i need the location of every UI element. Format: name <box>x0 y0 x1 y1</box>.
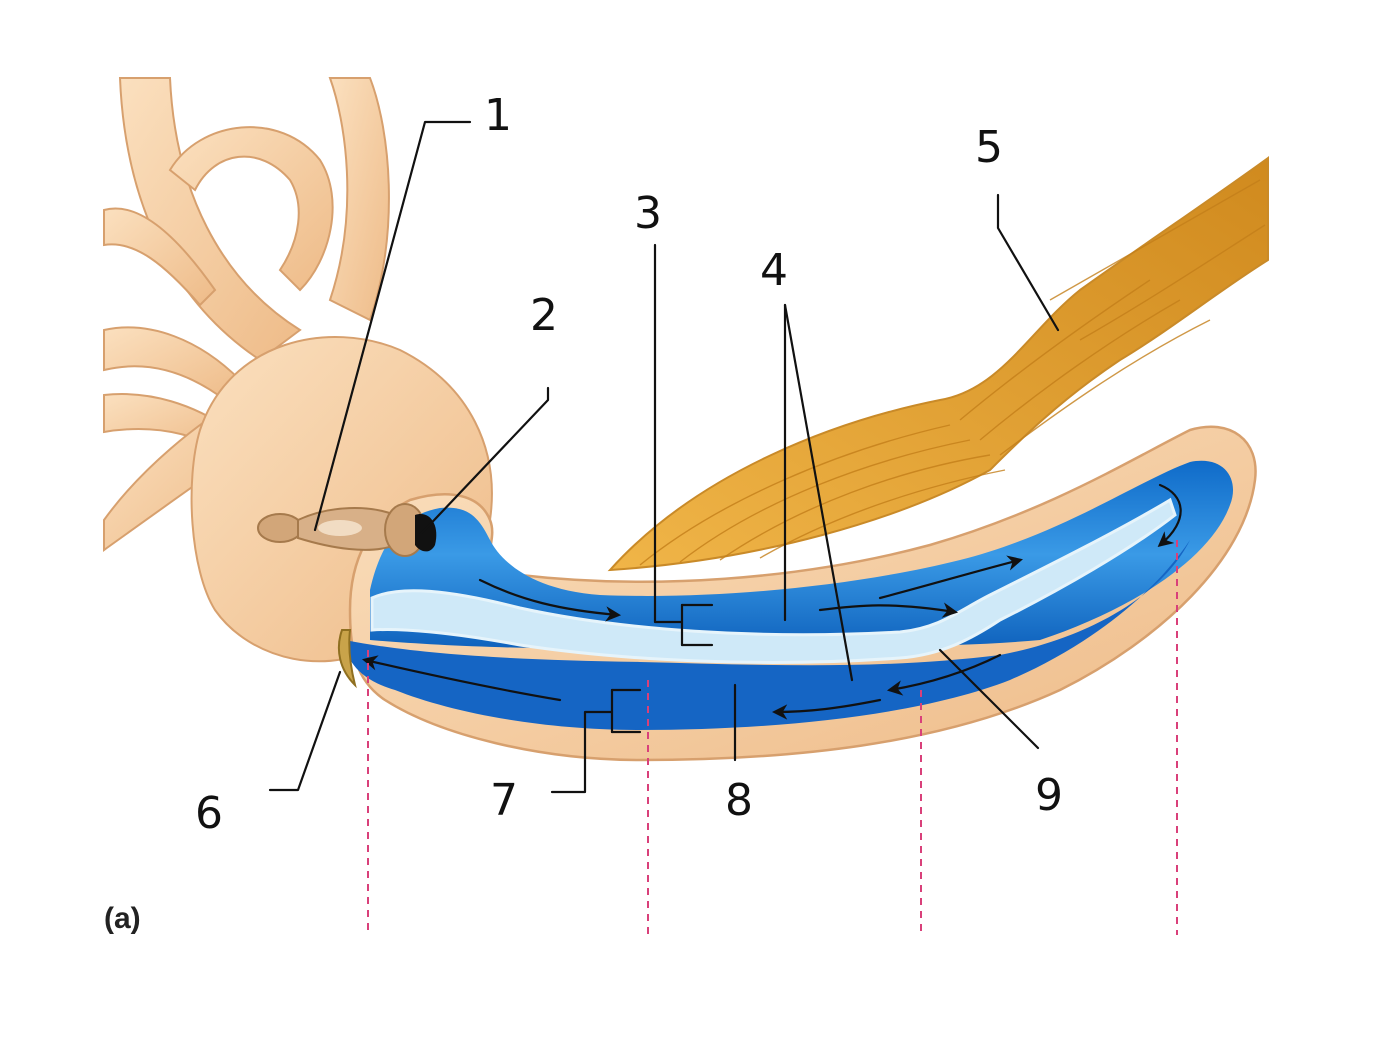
label-3: 3 <box>634 188 662 239</box>
cochlear-nerve <box>607 156 1269 572</box>
flow-arrows <box>361 483 1182 720</box>
scala-tympani <box>345 540 1190 730</box>
label-8: 8 <box>725 775 753 826</box>
stapes <box>257 503 437 557</box>
label-6: 6 <box>195 788 223 839</box>
section-guides <box>367 540 1178 935</box>
leader-lines <box>268 120 1060 794</box>
panel-label: (a) <box>104 902 141 935</box>
label-7: 7 <box>490 775 518 826</box>
label-2: 2 <box>530 290 558 341</box>
round-window <box>337 629 357 689</box>
cochlear-duct <box>370 497 1177 664</box>
label-9: 9 <box>1035 770 1063 821</box>
number-labels: 1 2 3 4 5 6 7 8 9 <box>195 90 1063 839</box>
label-5: 5 <box>975 122 1003 173</box>
label-1: 1 <box>484 90 512 141</box>
label-4: 4 <box>760 245 788 296</box>
